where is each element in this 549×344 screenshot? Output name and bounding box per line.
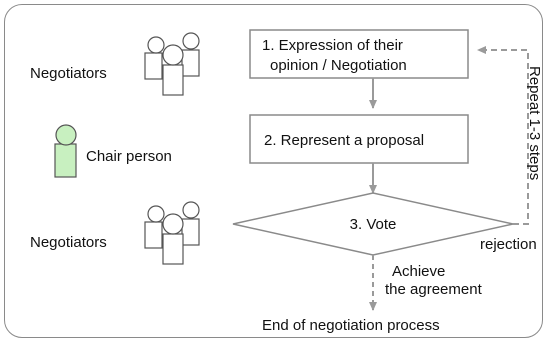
end-label: End of negotiation process <box>262 317 440 334</box>
step3-diamond: 3. Vote <box>232 192 514 256</box>
step2-box: 2. Represent a proposal <box>249 114 469 164</box>
negotiators-bottom-icon <box>144 201 200 265</box>
negotiators-bottom-label: Negotiators <box>30 234 107 251</box>
step1-line1: 1. Expression of their <box>262 37 403 54</box>
repeat-label: Repeat 1-3 steps <box>526 66 543 180</box>
step1-box: 1. Expression of their opinion / Negotia… <box>249 29 469 79</box>
achieve-line1: Achieve <box>392 263 445 280</box>
chair-person-label: Chair person <box>86 148 172 165</box>
step1-line2: opinion / Negotiation <box>270 57 407 74</box>
step2-label: 2. Represent a proposal <box>264 132 424 149</box>
repeat-loop-arrow <box>477 46 529 225</box>
step3-label: 3. Vote <box>350 216 397 233</box>
rejection-label: rejection <box>480 236 537 253</box>
negotiators-top-label: Negotiators <box>30 65 107 82</box>
achieve-line2: the agreement <box>385 281 483 298</box>
negotiators-top-icon <box>144 32 200 96</box>
chair-person-icon <box>54 124 77 178</box>
